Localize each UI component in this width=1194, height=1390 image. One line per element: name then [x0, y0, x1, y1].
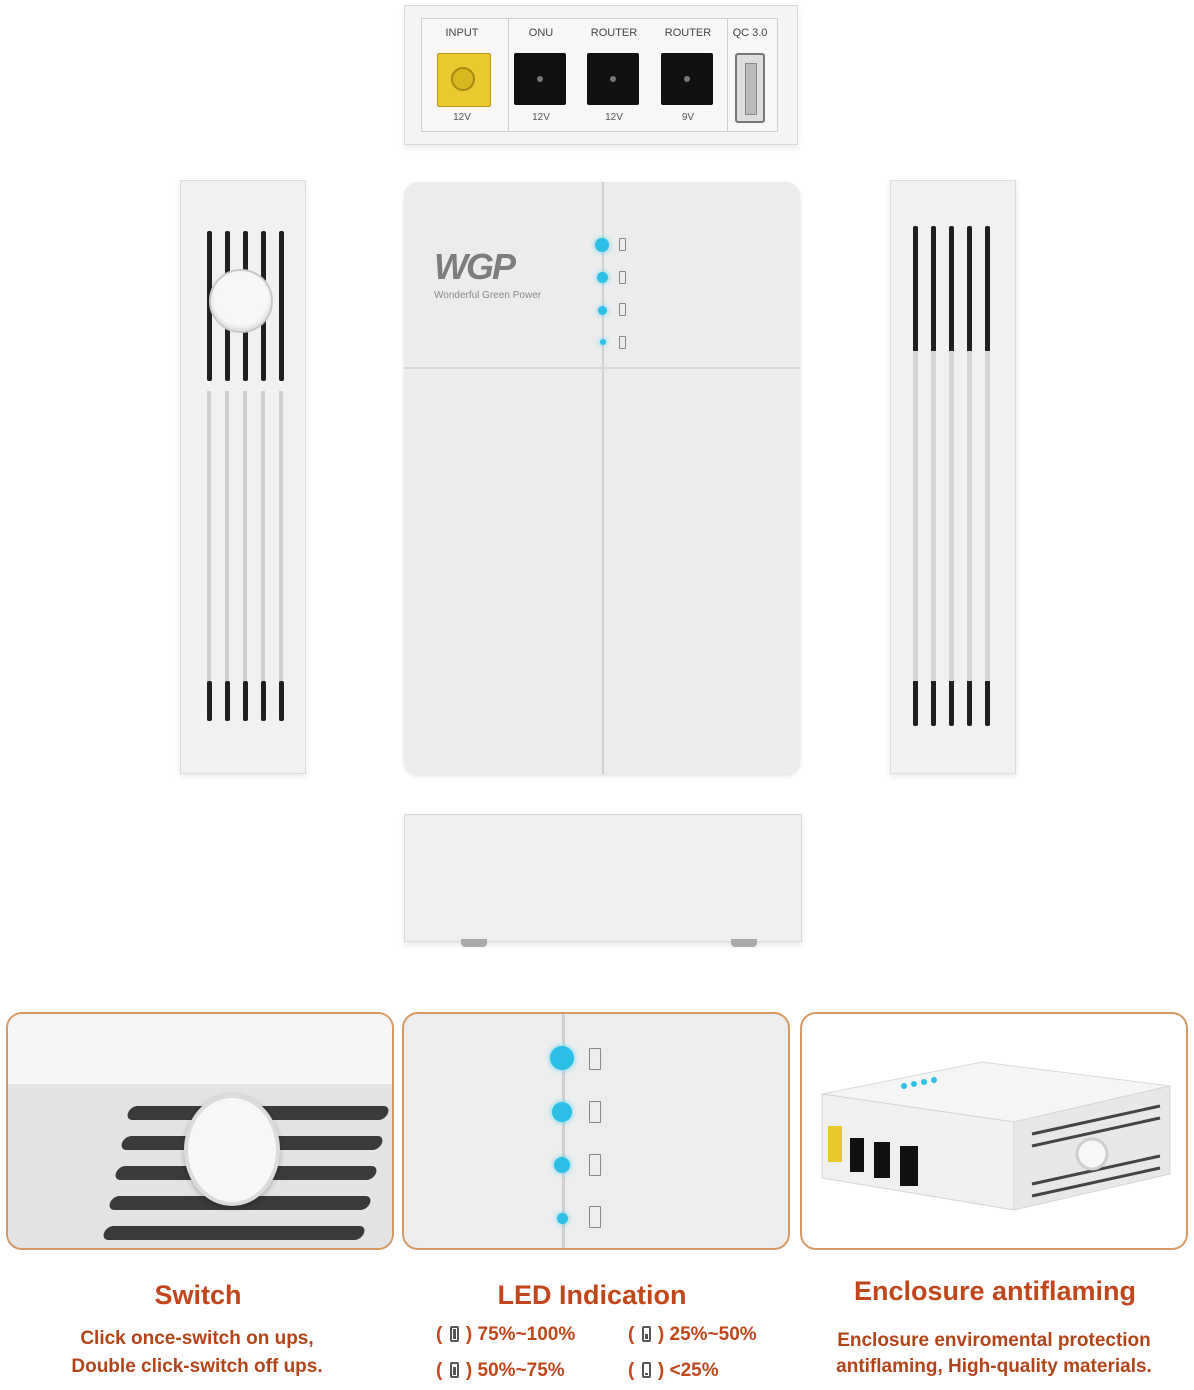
- battery-full-icon: [619, 238, 626, 251]
- side-view-left: [180, 180, 306, 774]
- vent-slot: [207, 681, 212, 721]
- battery-low-icon: [619, 336, 626, 349]
- port-divider: [508, 19, 509, 131]
- legend-item-half: ( ) 25%~50%: [628, 1324, 757, 1345]
- battery-three-quarter-icon: [449, 1362, 459, 1378]
- led-indicator-2: [552, 1102, 572, 1122]
- side-groove: [949, 351, 954, 681]
- rubber-foot: [461, 939, 487, 947]
- battery-three-quarter-icon: [619, 271, 626, 284]
- led-indicator-4: [557, 1213, 568, 1224]
- switch-title: Switch: [154, 1280, 242, 1310]
- switch-description-line-2: Double click-switch off ups.: [71, 1356, 323, 1377]
- port-panel-inner: INPUT 12V ONU 12V ROUTER 12V ROUTER 9V Q…: [421, 18, 778, 132]
- port-divider: [727, 19, 728, 131]
- side-groove: [931, 351, 936, 681]
- port-label-router-2: ROUTER: [664, 27, 712, 39]
- enclosure-description-line-1: Enclosure enviromental protection: [837, 1330, 1151, 1351]
- vent-slot: [225, 681, 230, 721]
- led-indicator-3: [598, 306, 607, 315]
- front-seam-vertical: [602, 182, 604, 774]
- enclosure-description-line-2: antiflaming, High-quality materials.: [836, 1356, 1152, 1377]
- side-view-right: [890, 180, 1016, 774]
- power-switch-button: [184, 1094, 280, 1206]
- side-groove: [261, 391, 265, 721]
- switch-description-line-1: Click once-switch on ups,: [80, 1328, 314, 1349]
- legend-label-half: 25%~50%: [669, 1324, 757, 1345]
- vent-slot: [279, 231, 284, 381]
- front-view: WGP Wonderful Green Power: [404, 182, 800, 774]
- vent-slot: [261, 681, 266, 721]
- side-groove: [243, 391, 247, 721]
- port-voltage-input: 12V: [453, 112, 471, 123]
- unit-top-surface: [8, 1014, 392, 1084]
- brand-tagline: Wonderful Green Power: [434, 290, 542, 301]
- battery-half-icon: [619, 303, 626, 316]
- switch-closeup-panel: [6, 1012, 394, 1250]
- led-closeup-panel: [402, 1012, 790, 1250]
- dc-output-jack-router-2: [661, 53, 713, 105]
- legend-label-low: <25%: [669, 1360, 719, 1381]
- vent-slot: [101, 1226, 367, 1240]
- dc-input-jack: [437, 53, 491, 107]
- legend-label-three-quarter: 50%~75%: [477, 1360, 565, 1381]
- dc-output-jack-onu: [514, 53, 566, 105]
- legend-item-three-quarter: ( ) 50%~75%: [436, 1360, 565, 1381]
- port-voltage-router-2: 9V: [681, 112, 695, 123]
- port-label-usb: QC 3.0: [732, 27, 768, 39]
- side-groove: [985, 351, 990, 681]
- power-switch-button: [209, 269, 273, 333]
- port-panel-view: INPUT 12V ONU 12V ROUTER 12V ROUTER 9V Q…: [404, 5, 798, 145]
- side-groove: [279, 391, 283, 721]
- battery-half-icon: [589, 1154, 601, 1176]
- legend-label-full: 75%~100%: [477, 1324, 576, 1345]
- side-groove: [913, 351, 918, 681]
- front-seam-horizontal: [404, 367, 800, 369]
- rubber-foot: [731, 939, 757, 947]
- led-indication-title: LED Indication: [497, 1280, 687, 1310]
- usb-port-icon: [735, 53, 765, 123]
- port-label-onu: ONU: [528, 27, 554, 39]
- port-voltage-router-1: 12V: [605, 112, 623, 123]
- battery-three-quarter-icon: [589, 1101, 601, 1123]
- enclosure-title: Enclosure antiflaming: [853, 1276, 1137, 1306]
- battery-full-icon: [449, 1326, 459, 1342]
- battery-full-icon: [589, 1048, 601, 1070]
- led-indicator-1: [595, 238, 609, 252]
- battery-low-icon: [641, 1362, 651, 1378]
- dc-output-jack-router-1: [587, 53, 639, 105]
- side-groove: [225, 391, 229, 721]
- led-indicator-4: [600, 339, 606, 345]
- battery-half-icon: [641, 1326, 651, 1342]
- vent-slot: [243, 681, 248, 721]
- led-indicator-3: [554, 1157, 570, 1173]
- legend-item-low: ( ) <25%: [628, 1360, 719, 1381]
- port-voltage-onu: 12V: [532, 112, 550, 123]
- brand-logo: WGP Wonderful Green Power: [434, 246, 541, 301]
- brand-logo-mark: WGP: [434, 246, 516, 287]
- port-label-router-1: ROUTER: [590, 27, 638, 39]
- legend-item-full: ( ) 75%~100%: [436, 1324, 576, 1345]
- product-angle-illustration: [821, 1061, 1171, 1211]
- bottom-view: [404, 814, 802, 947]
- side-groove: [967, 351, 972, 681]
- port-label-input: INPUT: [445, 27, 479, 39]
- battery-low-icon: [589, 1206, 601, 1228]
- front-seam-vertical: [562, 1014, 565, 1248]
- vent-slot: [279, 681, 284, 721]
- side-groove: [207, 391, 211, 721]
- led-indicator-2: [597, 272, 608, 283]
- led-indicator-1: [550, 1046, 574, 1070]
- enclosure-product-panel: [800, 1012, 1188, 1250]
